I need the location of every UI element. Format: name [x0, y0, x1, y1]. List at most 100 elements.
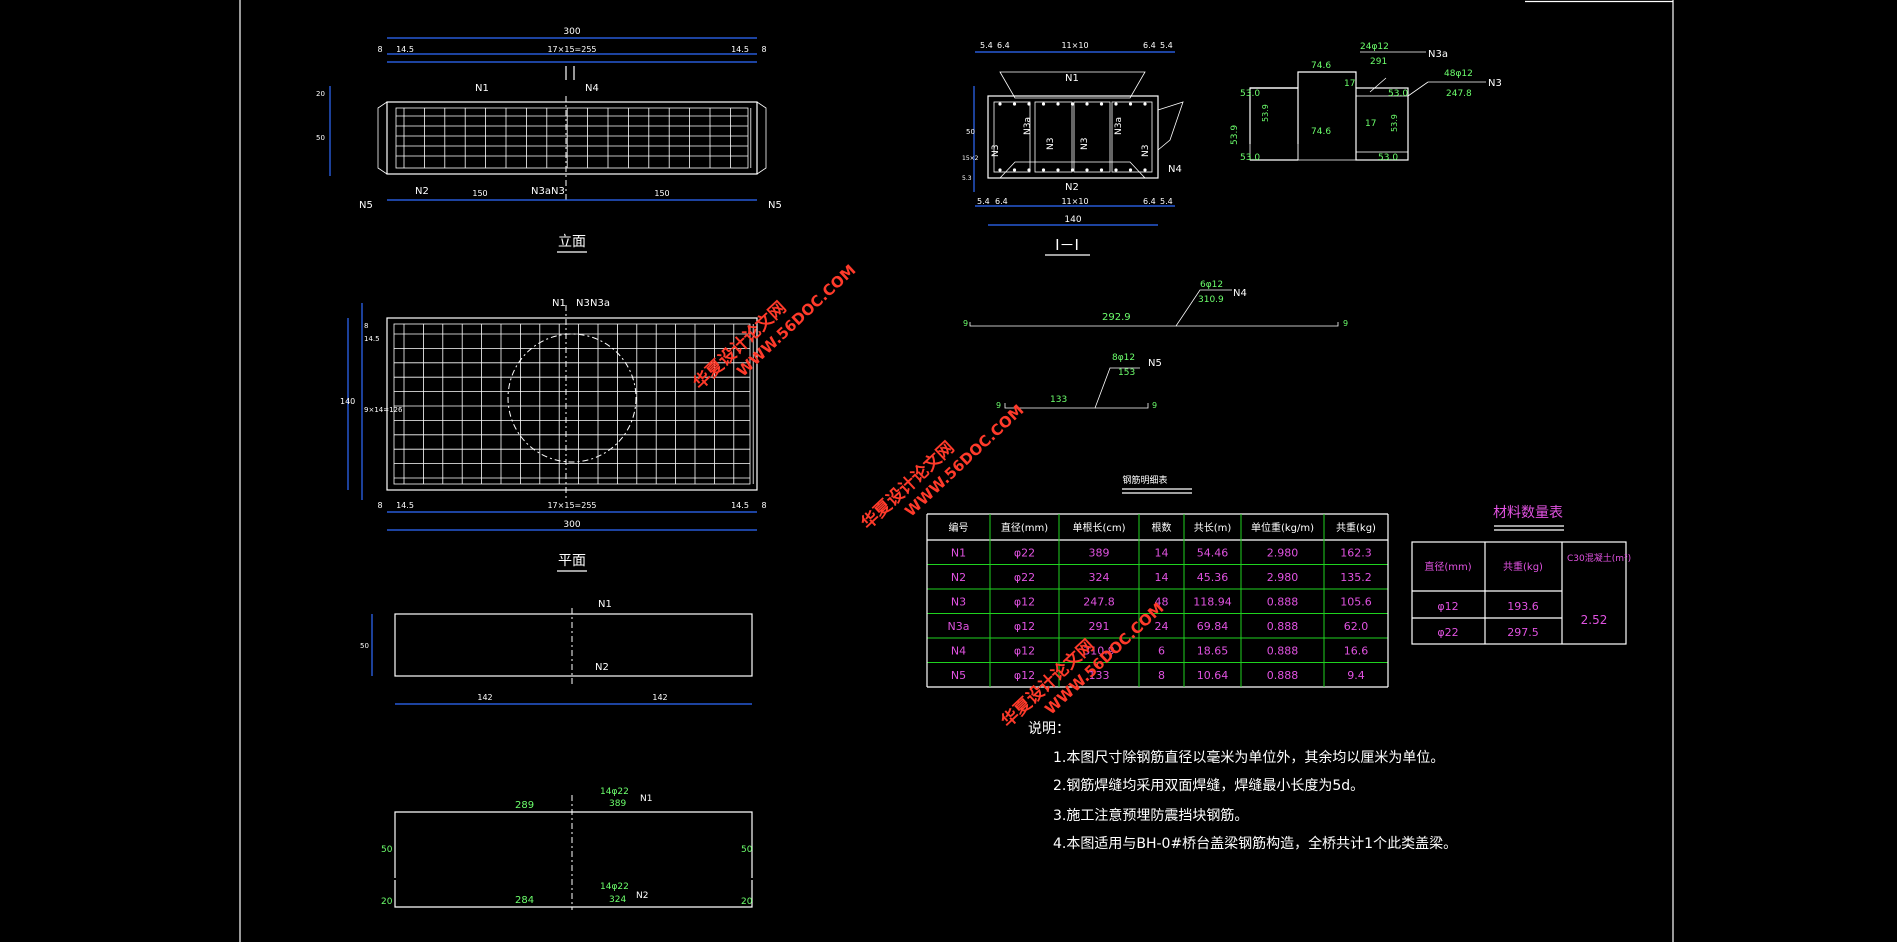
- rebar-data-cell: φ12: [1014, 596, 1035, 609]
- n3a-bottom-link: [1297, 144, 1357, 161]
- section-hook-right: [1157, 101, 1184, 151]
- rebar-data-cell: φ12: [1014, 669, 1035, 682]
- section-top-bar: [1070, 102, 1075, 106]
- n4-shape-right: [1176, 322, 1339, 327]
- rebar-data-cell: 24: [1155, 620, 1169, 633]
- plan-total-width: 300: [563, 520, 580, 530]
- n3a-total: 291: [1370, 57, 1387, 67]
- n3-dim-top: 53.0: [1388, 89, 1408, 99]
- rebar-data-cell: 135.2: [1340, 571, 1372, 584]
- section-top-dim-5: 5.4: [1160, 41, 1173, 50]
- section-top-bar: [1128, 102, 1133, 106]
- material-row1-dia: φ12: [1437, 600, 1458, 613]
- elev-outline: [386, 101, 758, 175]
- n3-label: N3: [1488, 78, 1502, 89]
- section-bottom-dim-3: 11×10: [1061, 197, 1088, 206]
- elev-hook-left: [377, 101, 388, 175]
- n5-hook-right: 9: [1152, 401, 1157, 410]
- section-label-n1: N1: [1065, 73, 1079, 84]
- rebar-data-cell: 69.84: [1197, 620, 1229, 633]
- n5-straight: 133: [1050, 395, 1067, 405]
- notes: 说明： 1.本图尺寸除钢筋直径以毫米为单位外，其余均以厘米为单位。 2.钢筋焊缝…: [1028, 721, 1457, 852]
- section-stirrup: [1034, 101, 1073, 173]
- rebar-data-cell: N1: [951, 547, 966, 560]
- n3a-left-leg: [1249, 87, 1299, 144]
- plan-left-total: 140: [340, 397, 355, 406]
- note-3: 3.施工注意预埋防震挡块钢筋。: [1053, 807, 1248, 824]
- section-top-dim-1: 5.4: [980, 41, 993, 50]
- rebar-data-cell: N3a: [948, 620, 970, 633]
- section-bottom-dim-2: 6.4: [995, 197, 1008, 206]
- elev-label-n3a: N3a: [531, 186, 551, 197]
- n3a-dim-left: 53.9: [1230, 125, 1240, 145]
- section-bottom-chamfer: [999, 161, 1146, 179]
- plan-outline: [386, 317, 758, 491]
- rebar-data-cell: 14: [1155, 571, 1169, 584]
- elev-left-dim-2: 50: [316, 134, 325, 142]
- material-concrete-value: 2.52: [1581, 613, 1608, 627]
- elev-label-n4: N4: [585, 83, 599, 94]
- section-label-n3a-2: N3a: [1114, 117, 1124, 135]
- section-top-bar: [1056, 102, 1060, 106]
- rebar-header-cell: 共长(m): [1194, 522, 1232, 534]
- plan-pier-circle: [507, 333, 637, 463]
- shape-dim-right-top: 50: [741, 845, 753, 855]
- elev-label-n5-left: N5: [359, 200, 373, 211]
- plan-left-middle: 9×14=126: [364, 406, 403, 414]
- note-4: 4.本图适用与BH-0#桥台盖梁钢筋构造，全桥共计1个此类盖梁。: [1053, 835, 1457, 852]
- shape-dim-right-bottom: 20: [741, 897, 753, 907]
- rebar-data-cell: φ12: [1014, 645, 1035, 658]
- watermark-layer: 华夏设计论文网 WWW.56DOC.COM 华夏设计论文网 WWW.56DOC.…: [689, 261, 1167, 732]
- detail-span-left: 142: [477, 693, 492, 702]
- rebar-header-cell: 单根长(cm): [1072, 521, 1125, 534]
- n3a-hook: [1369, 77, 1387, 93]
- n5-spec: 8φ12: [1112, 353, 1135, 363]
- rebar-header-cell: 共重(kg): [1336, 521, 1376, 534]
- rebar-data-cell: 0.888: [1267, 620, 1299, 633]
- plan-seg-3: 17×15=255: [547, 501, 596, 510]
- elev-seg-2: 14.5: [396, 45, 414, 54]
- rebar-data-cell: 118.94: [1193, 596, 1232, 609]
- rebar-data-cell: 18.65: [1197, 645, 1229, 658]
- n2-len: 324: [609, 895, 626, 905]
- n3-dim-bottom: 53.0: [1378, 153, 1398, 163]
- rebar-data-cell: 291: [1089, 620, 1110, 633]
- rebar-data-cell: 16.6: [1344, 645, 1369, 658]
- rebar-header-cell: 编号: [949, 521, 969, 534]
- section-top-bar: [1041, 102, 1046, 106]
- n3-dim-side: 53.9: [1390, 114, 1399, 132]
- rebar-data-cell: 389: [1089, 547, 1110, 560]
- n3-dim-hook: 17: [1365, 119, 1376, 129]
- n4-hook-left: 9: [963, 319, 968, 328]
- n5-length: 153: [1118, 368, 1135, 378]
- elev-left-dim-1: 20: [316, 90, 325, 98]
- elev-hook-right: [756, 101, 767, 175]
- section-label-n3-2: N3: [1046, 138, 1056, 150]
- plan-view: N1 N3 N3a 140 9×14=126 8 14.5 8 14.5 17×…: [340, 298, 767, 572]
- section-bottom-bar: [1128, 168, 1133, 172]
- elev-total-width: 300: [563, 27, 580, 37]
- section-label-n3-1: N3: [991, 145, 1001, 157]
- n4-spec: 6φ12: [1200, 280, 1223, 290]
- n3-box: [1355, 95, 1409, 153]
- section-top-dim-2: 6.4: [997, 41, 1010, 50]
- rebar-data-cell: 133: [1089, 669, 1110, 682]
- elev-seg-5: 8: [761, 45, 766, 54]
- plan-left-small-1: 8: [364, 322, 368, 330]
- rebar-data-cell: 2.980: [1267, 571, 1299, 584]
- n3a-label: N3a: [1428, 49, 1448, 60]
- bent-bars: 292.9 6φ12 310.9 N4 9 9 8φ12 153 N5 133 …: [963, 280, 1348, 410]
- rebar-data-cell: 48: [1155, 596, 1169, 609]
- section-left-dim-1: 50: [966, 128, 975, 136]
- n3-total: 247.8: [1446, 89, 1472, 99]
- plan-title: 平面: [558, 553, 586, 569]
- section-bottom-bar: [1143, 168, 1147, 172]
- rebar-header-cell: 根数: [1152, 521, 1172, 534]
- section-label-n3-3: N3: [1080, 138, 1090, 150]
- rebar-data-cell: N4: [951, 645, 966, 658]
- rebar-data-cell: 8: [1158, 669, 1165, 682]
- n1-left-len: 289: [515, 800, 534, 811]
- n3a-dim-link-top: 74.6: [1311, 61, 1331, 71]
- n4-label: N4: [1233, 288, 1247, 299]
